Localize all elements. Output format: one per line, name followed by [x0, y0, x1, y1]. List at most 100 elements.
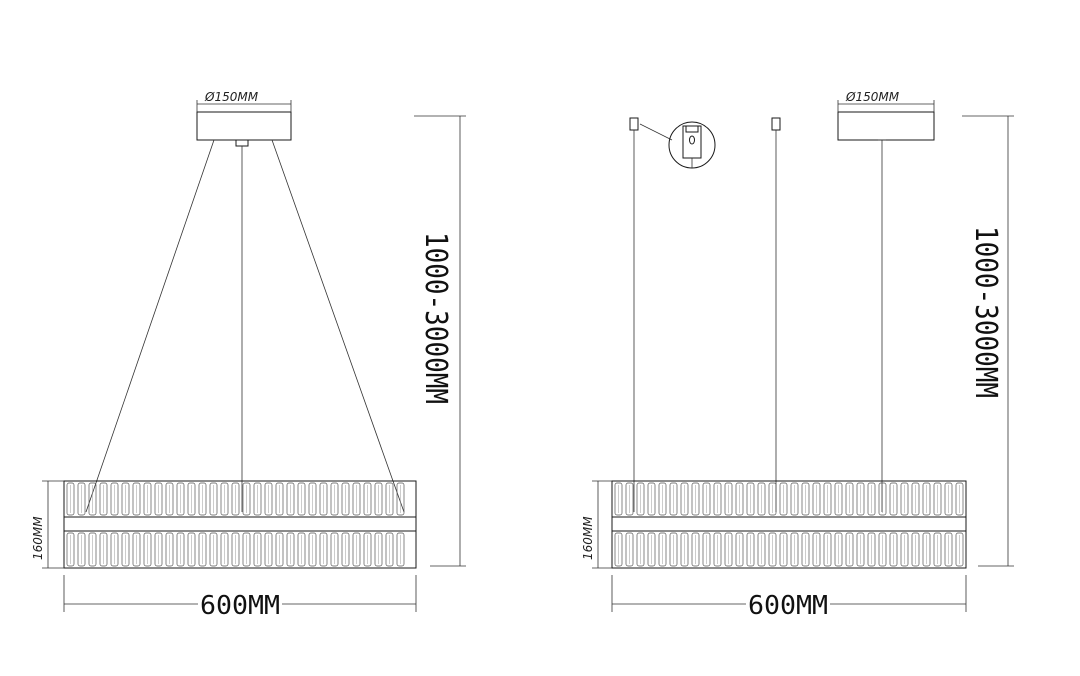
cable-clamp-icon [629, 117, 639, 131]
crystal-rod [319, 482, 328, 516]
crystal-rod [209, 482, 218, 516]
crystal-rod [110, 532, 119, 567]
right-canopy-diameter-label: Ø150MM [845, 90, 900, 104]
crystal-rod [779, 482, 788, 516]
crystal-rod [625, 482, 634, 516]
crystal-rod [955, 532, 964, 567]
crystal-rod [933, 482, 942, 516]
crystal-rod [933, 532, 942, 567]
crystal-rod [911, 532, 920, 567]
crystal-rod [746, 482, 755, 516]
crystal-rod [691, 482, 700, 516]
crystal-rod [385, 482, 394, 516]
crystal-rod [779, 532, 788, 567]
crystal-rod [374, 482, 383, 516]
crystal-rod [308, 482, 317, 516]
crystal-rod [724, 532, 733, 567]
crystal-rod [286, 532, 295, 567]
crystal-rod [757, 482, 766, 516]
crystal-rod [845, 532, 854, 567]
cable-clamp-detail-callout [639, 121, 716, 169]
crystal-rod [132, 482, 141, 516]
crystal-rod [330, 482, 339, 516]
crystal-rod [702, 482, 711, 516]
crystal-rod [88, 482, 97, 516]
left-ring-height-label: 160MM [31, 516, 45, 560]
crystal-rod [801, 532, 810, 567]
crystal-rod [165, 532, 174, 567]
crystal-rod [253, 532, 262, 567]
crystal-rod [757, 532, 766, 567]
left-suspension-wire [85, 139, 215, 513]
crystal-rod [955, 482, 964, 516]
crystal-rod [889, 482, 898, 516]
crystal-rod [286, 482, 295, 516]
crystal-rod [856, 532, 865, 567]
crystal-rod [658, 532, 667, 567]
crystal-rod [647, 482, 656, 516]
crystal-rod [341, 532, 350, 567]
crystal-rod [264, 482, 273, 516]
crystal-rod [614, 482, 623, 516]
crystal-rod [231, 482, 240, 516]
crystal-rod [253, 482, 262, 516]
crystal-rod [231, 532, 240, 567]
crystal-rod [823, 482, 832, 516]
crystal-rod [297, 482, 306, 516]
crystal-rod [198, 532, 207, 567]
crystal-rod [88, 532, 97, 567]
crystal-rod [658, 482, 667, 516]
crystal-rod [900, 532, 909, 567]
crystal-rod [143, 532, 152, 567]
right-view: Ø150MM 160MM [581, 90, 1014, 621]
crystal-rod [66, 482, 75, 516]
crystal-rod [154, 532, 163, 567]
crystal-rod [121, 482, 130, 516]
crystal-rod [867, 482, 876, 516]
left-ring-body [63, 480, 417, 569]
crystal-rod [746, 532, 755, 567]
crystal-rod [944, 532, 953, 567]
crystal-rod [801, 482, 810, 516]
crystal-rod [330, 532, 339, 567]
crystal-rod [220, 532, 229, 567]
crystal-rod [834, 482, 843, 516]
crystal-rod [636, 482, 645, 516]
crystal-rod [363, 532, 372, 567]
crystal-rod [275, 482, 284, 516]
crystal-rod [944, 482, 953, 516]
crystal-rod [242, 482, 251, 516]
left-suspension-wire [271, 139, 405, 513]
crystal-rod [77, 482, 86, 516]
crystal-rod [363, 482, 372, 516]
crystal-rod [768, 532, 777, 567]
right-ring-width-label: 600MM [748, 591, 828, 621]
right-ring-height-label: 160MM [581, 516, 595, 560]
crystal-rod [878, 482, 887, 516]
crystal-rod [187, 532, 196, 567]
crystal-rod [396, 532, 405, 567]
crystal-rod [691, 532, 700, 567]
crystal-rod [99, 532, 108, 567]
crystal-rod [713, 482, 722, 516]
crystal-rod [297, 532, 306, 567]
crystal-rod [187, 482, 196, 516]
crystal-rod [790, 482, 799, 516]
crystal-rod [614, 532, 623, 567]
crystal-rod [878, 532, 887, 567]
crystal-rod [735, 482, 744, 516]
crystal-rod [275, 532, 284, 567]
left-ring-width-label: 600MM [200, 591, 280, 621]
crystal-rod [867, 532, 876, 567]
crystal-rod [66, 532, 75, 567]
crystal-rod [669, 482, 678, 516]
crystal-rod [768, 482, 777, 516]
crystal-rod [834, 532, 843, 567]
crystal-rod [242, 532, 251, 567]
crystal-rod [922, 532, 931, 567]
crystal-rod [220, 482, 229, 516]
crystal-rod [790, 532, 799, 567]
crystal-rod [845, 482, 854, 516]
cable-clamp-icon [771, 117, 781, 131]
crystal-rod [735, 532, 744, 567]
